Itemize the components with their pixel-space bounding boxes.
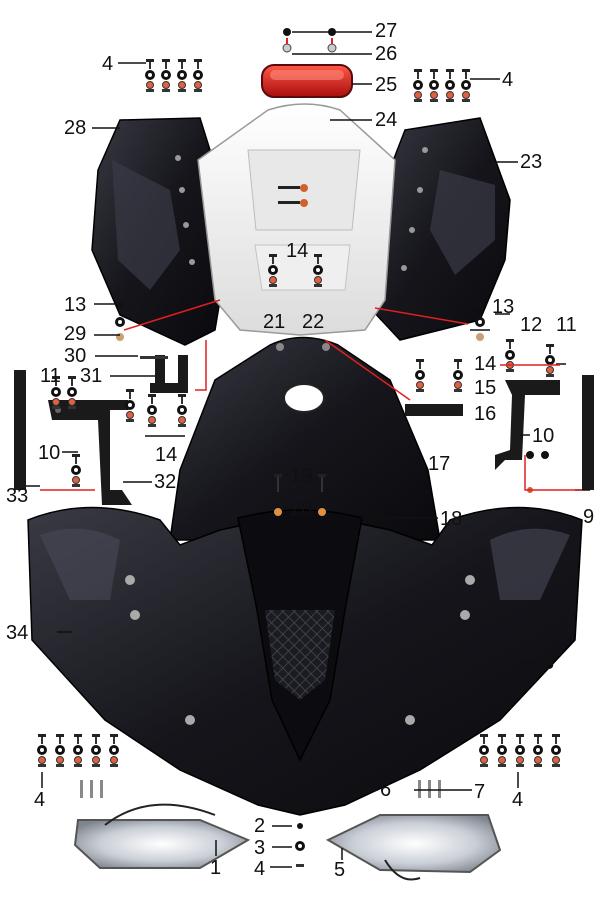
- callout-20: 20: [290, 498, 313, 520]
- callout-4b: 4: [102, 53, 114, 75]
- right-side-panel: [371, 117, 511, 341]
- callout-14b: 14: [155, 444, 178, 466]
- callout-26: 26: [375, 43, 398, 65]
- callout-19: 19: [290, 465, 313, 487]
- callout-7: 7: [474, 781, 486, 803]
- callout-29: 29: [64, 323, 87, 345]
- callout-10b: 10: [38, 442, 61, 464]
- right-hardware-14-15: [414, 358, 464, 393]
- callout-2: 2: [254, 815, 266, 837]
- callout-6: 6: [380, 779, 392, 801]
- callout-31: 31: [80, 365, 103, 387]
- tail-light: [261, 64, 353, 98]
- callout-16: 16: [474, 403, 497, 425]
- callout-21: 21: [263, 311, 286, 333]
- callout-12: 12: [520, 314, 543, 336]
- rear-fender-white: [197, 103, 396, 336]
- plate-bracket-16: [405, 404, 463, 416]
- callout-4: 4: [254, 858, 266, 880]
- callout-25: 25: [375, 74, 398, 96]
- left-turn-signal: [73, 803, 251, 869]
- callout-33: 33: [6, 485, 29, 507]
- callout-13b: 13: [492, 296, 515, 318]
- left-hardware-14: [124, 388, 188, 428]
- callout-9: 9: [583, 506, 595, 528]
- headlight-nose-cover: [237, 474, 363, 762]
- bottom-left-screws: [80, 780, 103, 798]
- callout-32: 32: [154, 471, 177, 493]
- callout-1: 1: [210, 857, 222, 879]
- callout-3: 3: [254, 837, 266, 859]
- callout-28: 28: [64, 117, 87, 139]
- left-side-panel: [91, 117, 221, 346]
- seat-bracket-31: [150, 355, 188, 393]
- callout-8: 8: [543, 652, 555, 674]
- right-bracket: [495, 380, 560, 470]
- callout-13: 13: [64, 294, 87, 316]
- callout-5: 5: [334, 859, 346, 881]
- callout-4d: 4: [34, 789, 46, 811]
- side-washers-13-29: [115, 302, 485, 341]
- screw-30: [140, 356, 168, 359]
- callout-4e: 4: [512, 789, 524, 811]
- callout-14: 14: [286, 240, 309, 262]
- bottom-right-fastener-set: [478, 733, 562, 768]
- right-hardware-10-11: [504, 338, 556, 493]
- red-leader-lines: [40, 299, 582, 491]
- bottom-left-fastener-set: [36, 733, 120, 768]
- callout-24: 24: [375, 109, 398, 131]
- callout-17: 17: [428, 453, 451, 475]
- center-hardware-2-3: [295, 823, 305, 867]
- callout-15: 15: [474, 377, 497, 399]
- callout-11b: 11: [40, 365, 61, 387]
- top-right-fastener-set: [412, 68, 472, 103]
- bottom-right-screws: [418, 780, 441, 798]
- callout-22: 22: [302, 311, 325, 333]
- callout-10: 10: [532, 425, 555, 447]
- callout-18: 18: [440, 508, 463, 530]
- callout-11: 11: [556, 314, 577, 336]
- left-hardware-10-11: [50, 375, 82, 488]
- right-upright-bracket: [582, 375, 594, 490]
- callout-23: 23: [520, 151, 543, 173]
- top-left-fastener-set: [144, 58, 204, 93]
- left-upright-bracket: [14, 370, 26, 490]
- right-turn-signal: [325, 814, 502, 881]
- callout-27: 27: [375, 20, 398, 42]
- callout-30: 30: [64, 345, 87, 367]
- callout-34: 34: [6, 622, 29, 644]
- callout-4c: 4: [502, 69, 514, 91]
- callout-14c: 14: [474, 353, 497, 375]
